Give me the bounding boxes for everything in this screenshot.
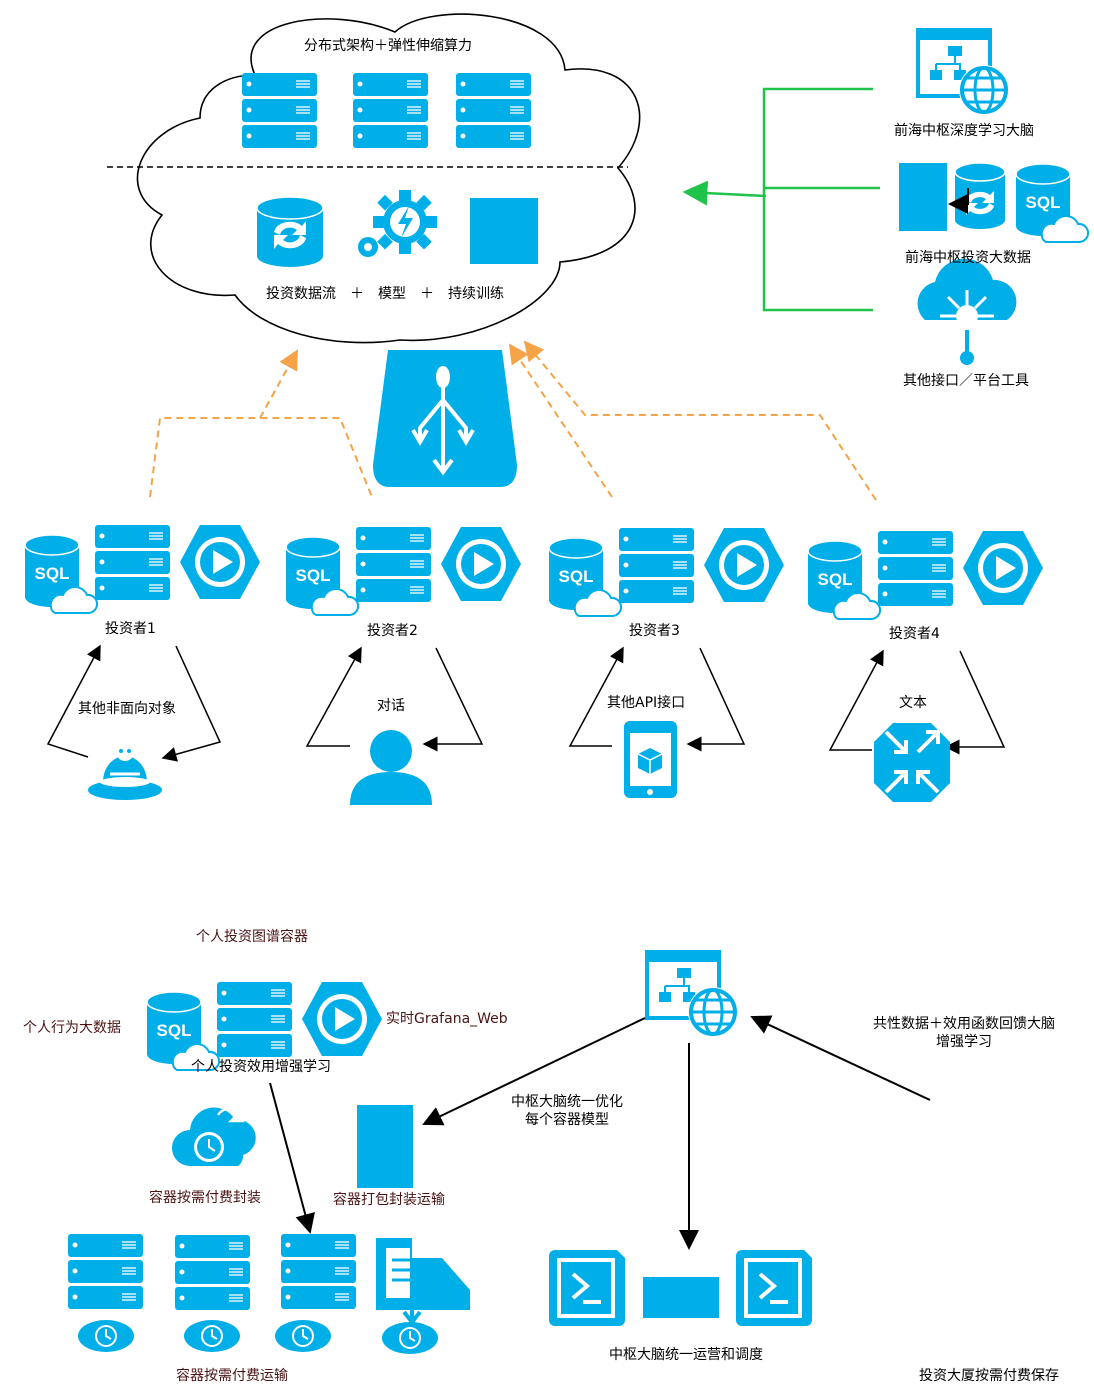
- central-brain-icon: [643, 948, 740, 1039]
- terminal-icon-left: [547, 1248, 627, 1328]
- investor-2-label: 投资者2: [367, 623, 418, 639]
- transport-server-1: [67, 1233, 144, 1310]
- ops-block: [643, 1277, 719, 1318]
- channel-connectors: [46, 644, 1006, 762]
- orange-dashed-arrows: [149, 340, 877, 501]
- training-block: [470, 198, 538, 264]
- pack-transport-label: 容器打包封装运输: [333, 1192, 445, 1208]
- pay-encap-label: 容器按需付费封装: [149, 1190, 261, 1206]
- mobile-app-icon: [624, 721, 677, 798]
- green-connectors: [682, 87, 880, 312]
- pack-block: [357, 1105, 413, 1188]
- transport-clock-3: [274, 1319, 332, 1353]
- cloud-bottom-label: 投资数据流 ＋ 模型 ＋ 持续训练: [266, 286, 504, 302]
- cloud-server-3: [455, 72, 532, 149]
- ufo-icon: [88, 743, 162, 800]
- investor-1-label: 投资者1: [105, 621, 156, 637]
- terminal-icon-right: [734, 1248, 814, 1328]
- brain-label: 前海中枢深度学习大脑: [894, 123, 1034, 139]
- person-icon: [350, 730, 432, 805]
- transport-clock-2: [183, 1319, 241, 1353]
- channel-1-label: 其他非面向对象: [78, 701, 176, 717]
- transport-clock-1: [77, 1319, 135, 1353]
- other-interface-label: 其他接口／平台工具: [903, 373, 1029, 389]
- print-pack-icon: [376, 1238, 470, 1326]
- brain-network-icon: [914, 26, 1011, 117]
- router-icon: [874, 723, 950, 802]
- container-icons: [147, 982, 382, 1070]
- pay-transport-label: 容器按需付费运输: [176, 1368, 288, 1384]
- behavior-bigdata-label: 个人行为大数据: [23, 1020, 121, 1036]
- hub-cloud-icon: [917, 258, 1017, 365]
- cloud-clock-icon: [172, 1105, 256, 1166]
- investor-2-icons: [286, 527, 521, 615]
- container-title: 个人投资图谱容器: [196, 929, 308, 945]
- channel-2-label: 对话: [377, 698, 405, 714]
- optimize-label: 中枢大脑统一优化 每个容器模型: [511, 1094, 623, 1128]
- container-inner-label: 个人投资效用增强学习: [191, 1059, 331, 1075]
- investor-3-label: 投资者3: [629, 623, 680, 639]
- transport-clock-4: [381, 1321, 439, 1355]
- load-balancer-icon: [373, 350, 517, 487]
- data-stream-icon: [256, 196, 324, 267]
- transport-server-3: [280, 1233, 357, 1310]
- bigdata-icons: [899, 162, 1090, 243]
- channel-3-label: 其他API接口: [607, 695, 686, 711]
- cloud-server-2: [352, 72, 429, 149]
- investor-4-icons: [808, 531, 1043, 619]
- grafana-label: 实时Grafana_Web: [386, 1011, 508, 1027]
- investor-4-label: 投资者4: [889, 626, 940, 642]
- cloud-server-1: [241, 72, 318, 149]
- cloud-title: 分布式架构＋弹性伸缩算力: [304, 38, 472, 54]
- ops-label: 中枢大脑统一运营和调度: [609, 1347, 763, 1363]
- transport-server-2: [174, 1234, 251, 1311]
- channel-4-label: 文本: [899, 695, 927, 711]
- bigdata-label: 前海中枢投资大数据: [905, 250, 1031, 266]
- bottom-arrows: [269, 1015, 931, 1250]
- model-gear-icon: [358, 190, 437, 257]
- investor-1-icons: [25, 525, 260, 613]
- investor-3-icons: [549, 528, 784, 616]
- feedback-label: 共性数据＋效用函数回馈大脑 增强学习: [873, 1016, 1055, 1050]
- building-label: 投资大厦按需付费保存: [919, 1368, 1059, 1384]
